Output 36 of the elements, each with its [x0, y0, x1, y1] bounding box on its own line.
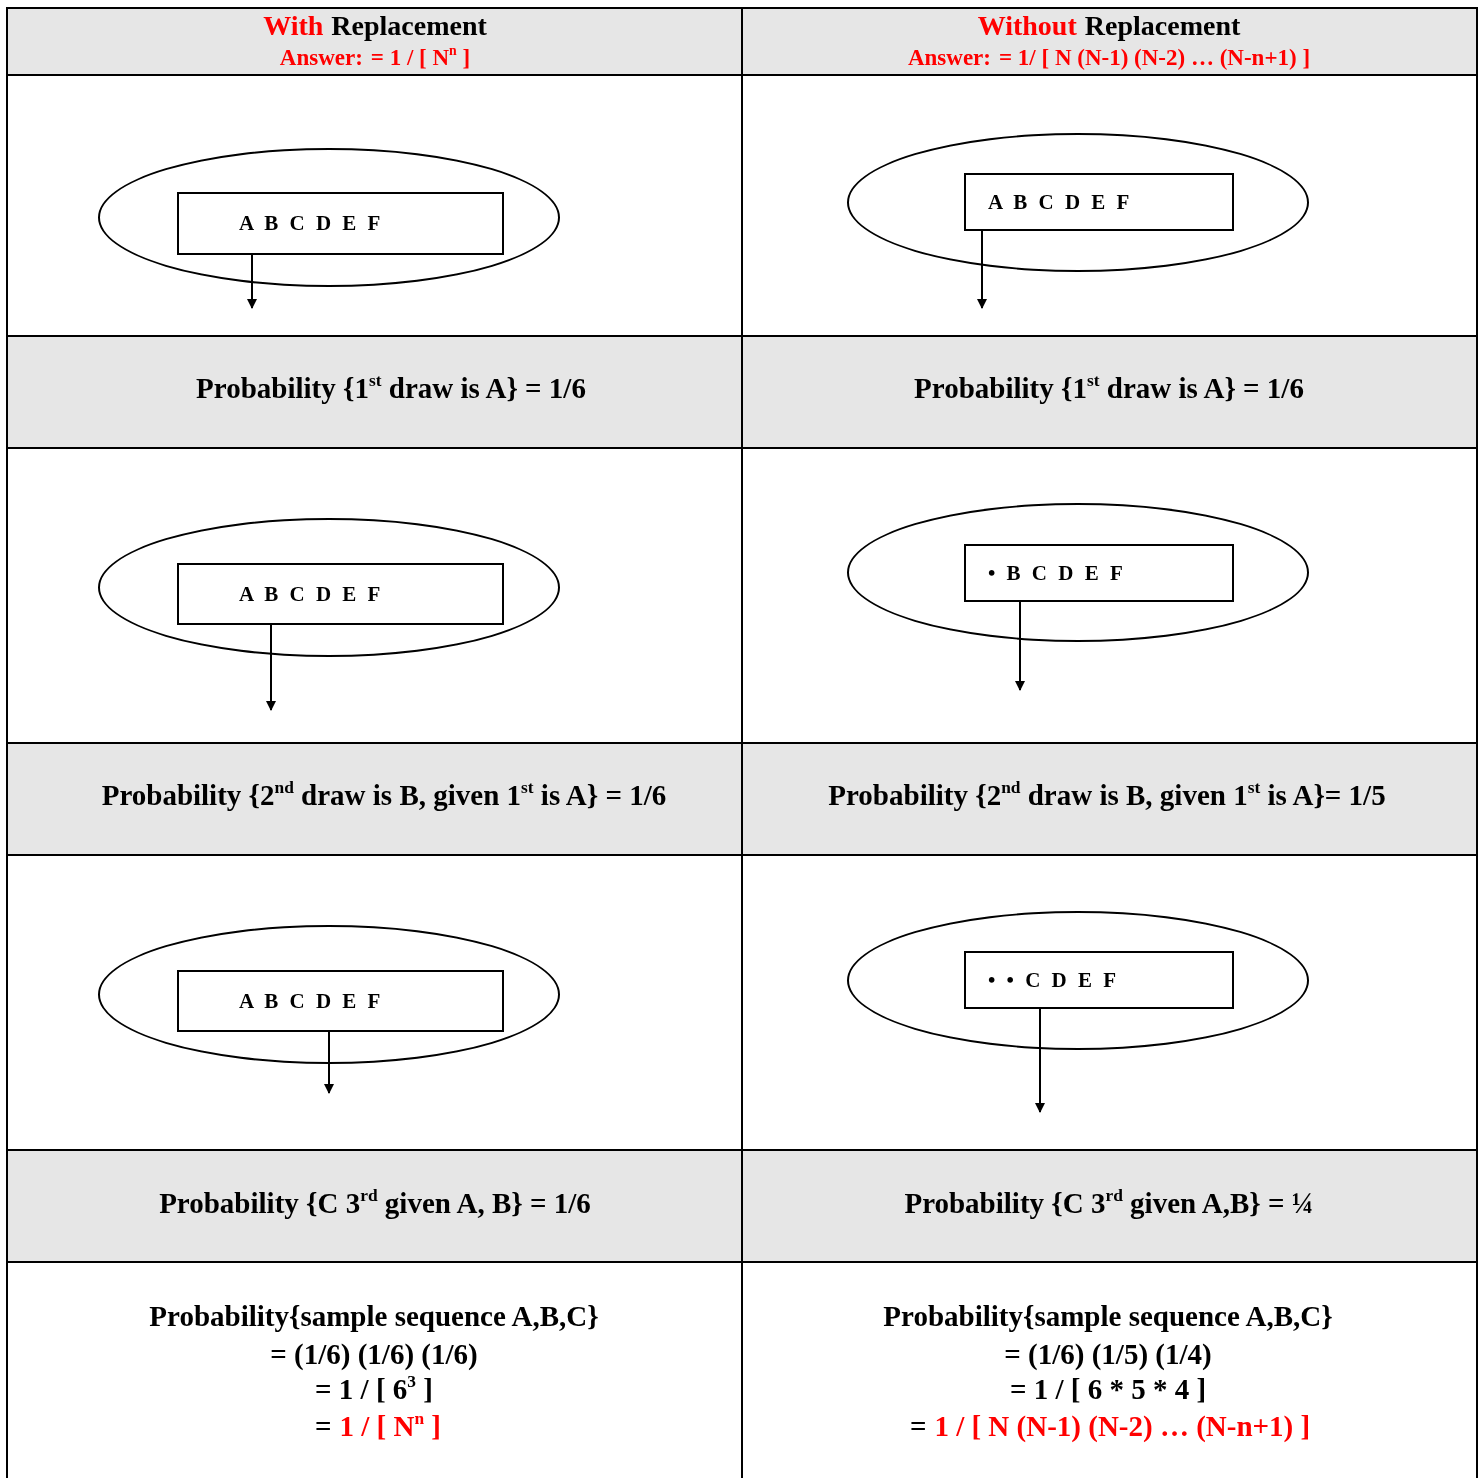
probability-text: = (1/6) (1/5) (1/4) — [1004, 1338, 1212, 1371]
probability-text: = 1 / [ 6$^{3}$ ] — [315, 1373, 433, 1406]
ellipse — [847, 133, 1309, 272]
letter-box: • B C D E F — [964, 544, 1234, 602]
probability-text: Probability {2$^{nd}$ draw is B, given 1$^{st}$ is A} = 1/6 — [101, 779, 667, 812]
answer-formula: = 1/ [ N (N-1) (N-2) … (N-n+1) ] — [999, 45, 1311, 71]
probability-text: Probability {2$^{nd}$ draw is B, given 1$^{st}$ is A}= 1/5 — [828, 779, 1386, 812]
probability-text: Probability {1$^{st}$ draw is A} = 1/6 — [196, 372, 586, 405]
ellipse — [98, 925, 560, 1064]
answer-formula: = 1 / [ N$^{n}$ ] — [370, 45, 471, 71]
equals-sign: = — [909, 1410, 927, 1443]
letter-box: A B C D E F — [964, 173, 1234, 231]
column-heading: Replacement — [1084, 10, 1241, 42]
ellipse — [847, 503, 1309, 642]
answer-label: Answer: — [279, 45, 363, 71]
probability-text: = (1/6) (1/6) (1/6) — [270, 1338, 478, 1371]
column-heading: With — [263, 10, 324, 42]
letter-box: A B C D E F — [177, 563, 504, 625]
letter-box: A B C D E F — [177, 192, 504, 255]
probability-text: 1 / [ N (N-1) (N-2) … (N-n+1) ] — [934, 1410, 1311, 1443]
ellipse — [98, 518, 560, 657]
probability-text: Probability{sample sequence A,B,C} — [149, 1300, 599, 1333]
probability-text: Probability {C 3$^{rd}$ given A,B} = ¼ — [904, 1187, 1314, 1220]
ellipse — [847, 911, 1309, 1050]
probability-text: 1 / [ N$^{n}$ ] — [339, 1410, 441, 1443]
letter-box: • • C D E F — [964, 951, 1234, 1009]
probability-text: Probability {C 3$^{rd}$ given A, B} = 1/6 — [159, 1187, 591, 1220]
letter-box: A B C D E F — [177, 970, 504, 1032]
answer-label: Answer: — [907, 45, 991, 71]
probability-text: Probability{sample sequence A,B,C} — [883, 1300, 1333, 1333]
ellipse — [98, 148, 560, 287]
column-heading: Replacement — [331, 10, 487, 42]
probability-text: Probability {1$^{st}$ draw is A} = 1/6 — [914, 372, 1304, 405]
probability-text: = 1 / [ 6 * 5 * 4 ] — [1009, 1373, 1207, 1406]
column-heading: Without — [977, 10, 1077, 42]
equals-sign: = — [315, 1410, 332, 1443]
